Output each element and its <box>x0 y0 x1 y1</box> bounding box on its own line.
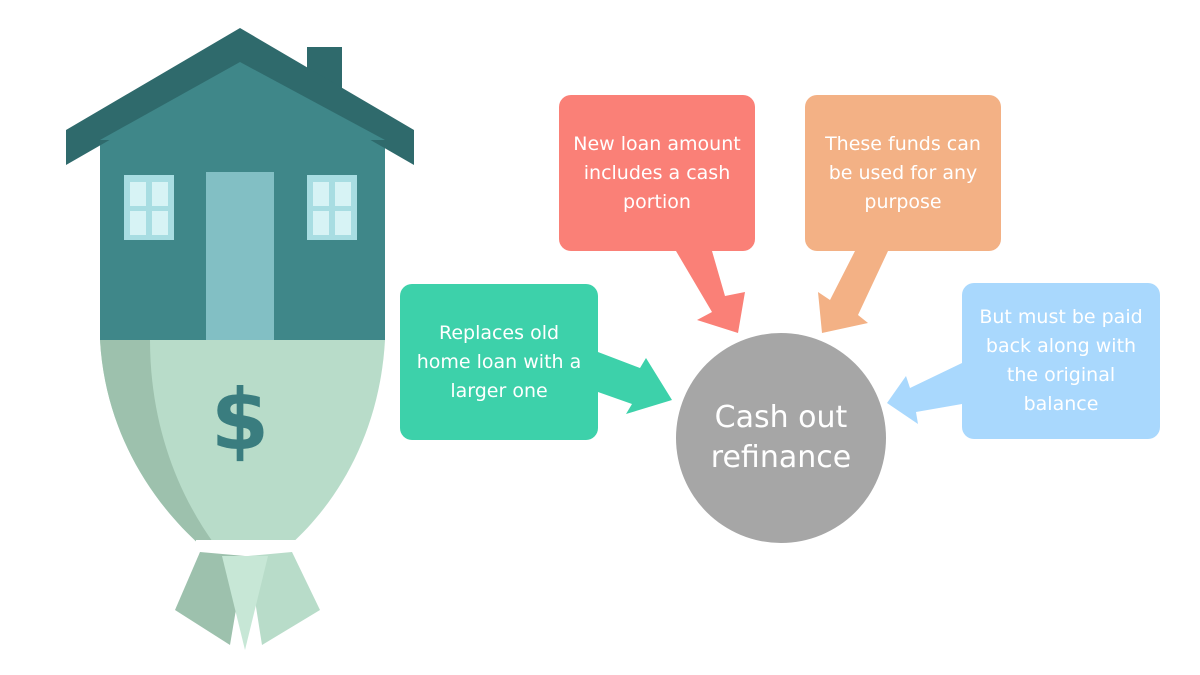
callout-replace-text: Replaces old home loan with a larger one <box>416 321 582 402</box>
dollar-symbol: $ <box>210 371 270 469</box>
callout-payback-text: But must be paid back along with the ori… <box>979 306 1143 415</box>
money-bag-top-center <box>222 556 268 650</box>
callout-new-loan: New loan amount includes a cash portion <box>559 95 755 251</box>
house-roof <box>66 28 414 165</box>
money-bag-shadow <box>100 340 215 545</box>
arrow-replace <box>598 352 672 414</box>
money-bag-tie <box>196 540 296 552</box>
callout-new-loan-text: New loan amount includes a cash portion <box>573 132 741 213</box>
callout-payback: But must be paid back along with the ori… <box>962 283 1160 439</box>
house-roof-fill <box>100 62 385 140</box>
arrow-new-loan <box>676 251 745 333</box>
callout-replace: Replaces old home loan with a larger one <box>400 284 598 440</box>
money-bag-top-right <box>248 552 320 645</box>
center-hub-label: Cash out refinance <box>710 400 852 475</box>
house-door <box>206 172 274 340</box>
arrow-payback <box>887 363 962 424</box>
house-money-bag-icon <box>66 28 414 650</box>
callout-funds: These funds can be used for any purpose <box>805 95 1001 251</box>
house-window-left <box>124 175 174 240</box>
house-window-right <box>307 175 357 240</box>
center-hub: Cash out refinance <box>676 333 886 543</box>
arrow-funds <box>818 251 888 333</box>
callout-funds-text: These funds can be used for any purpose <box>825 132 981 213</box>
